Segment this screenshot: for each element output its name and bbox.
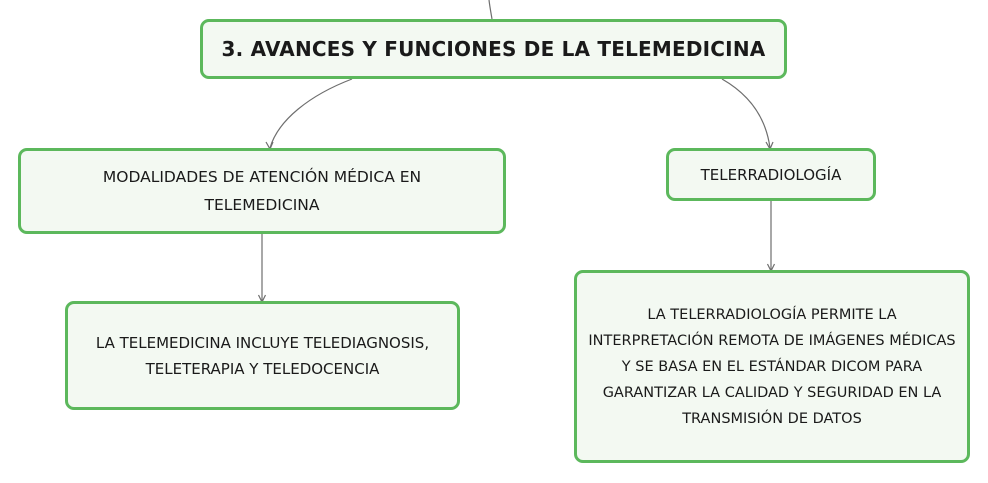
modalidades-node[interactable]: MODALIDADES DE ATENCIÓN MÉDICA EN TELEME…	[18, 148, 506, 234]
telerradiologia-label: TELERRADIOLOGÍA	[700, 165, 842, 184]
main-topic-node[interactable]: 3. AVANCES Y FUNCIONES DE LA TELEMEDICIN…	[200, 19, 787, 79]
connector-main-to-modalidades	[269, 78, 353, 149]
telerradiologia-node[interactable]: TELERRADIOLOGÍA	[666, 148, 876, 201]
telemedicina-incluye-label: LA TELEMEDICINA INCLUYE TELEDIAGNOSIS, T…	[95, 333, 430, 378]
telerradiologia-detalle-node[interactable]: LA TELERRADIOLOGÍA PERMITE LA INTERPRETA…	[574, 270, 970, 463]
telerradiologia-detalle-label: LA TELERRADIOLOGÍA PERMITE LA INTERPRETA…	[588, 306, 956, 427]
connector-parent-to-main	[488, 0, 493, 20]
telemedicina-incluye-node[interactable]: LA TELEMEDICINA INCLUYE TELEDIAGNOSIS, T…	[65, 301, 460, 410]
main-topic-label: 3. AVANCES Y FUNCIONES DE LA TELEMEDICIN…	[221, 37, 766, 61]
modalidades-label: MODALIDADES DE ATENCIÓN MÉDICA EN TELEME…	[102, 168, 422, 214]
connector-main-to-telerradiologia	[721, 78, 771, 149]
